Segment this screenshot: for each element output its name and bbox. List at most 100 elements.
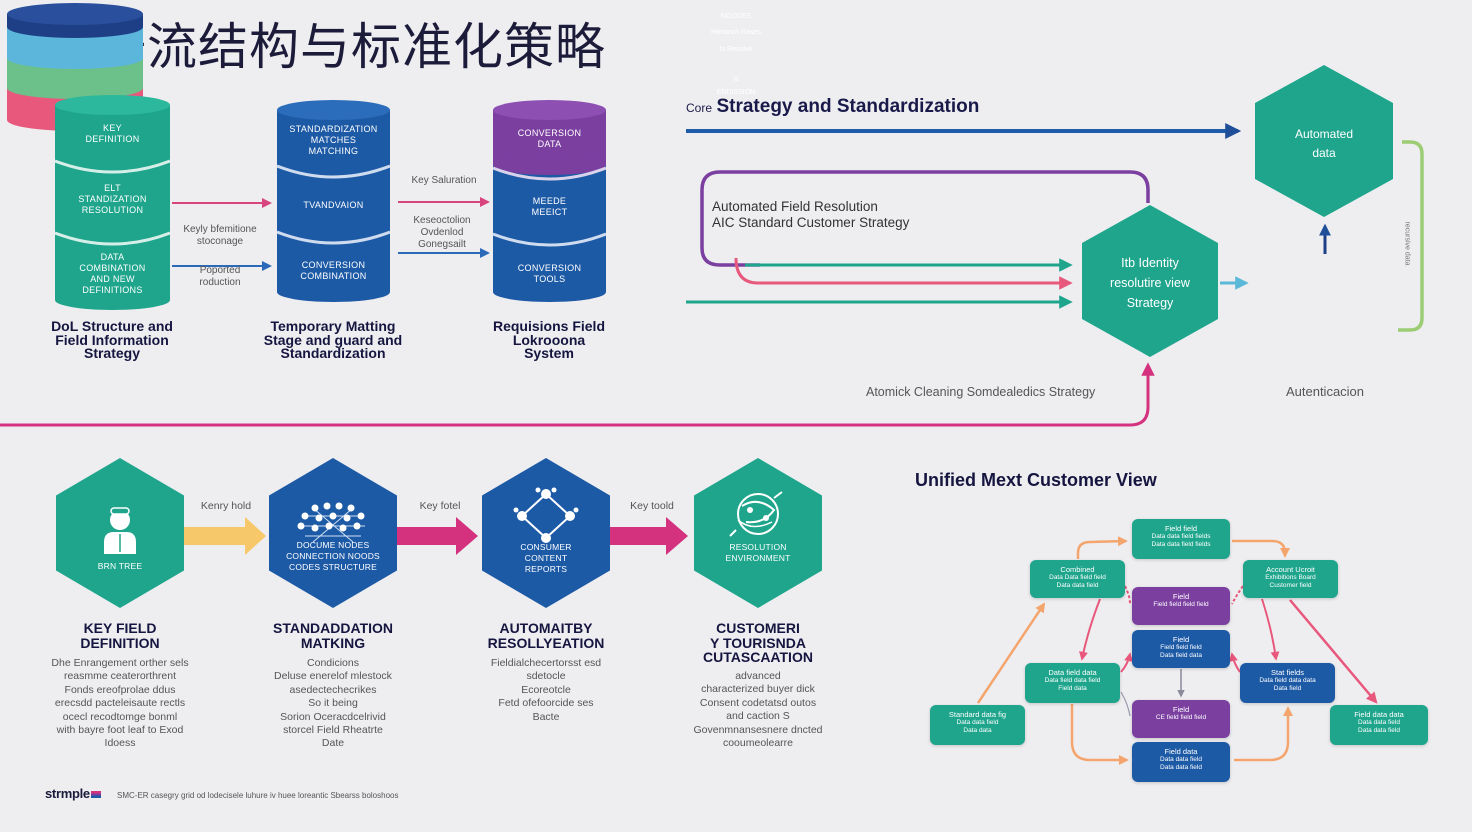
node-cluster-icon: [297, 502, 365, 543]
network-title: Unified Mext Customer View: [915, 470, 1157, 490]
network-node-body: Exhibitions Board Customer field: [1265, 574, 1316, 589]
net-arrow-farleft-diag: [976, 602, 1046, 704]
network-node-body: CE field field field: [1155, 714, 1207, 721]
block-arrow-magenta-2: [598, 517, 688, 555]
process-step-description: Condicions Deluse enerelof mlestock ased…: [274, 657, 392, 750]
cylinder-segment-text: CONVERSION DATA: [517, 128, 582, 149]
cylinder-segment-text: KEY DEFINITION: [85, 123, 140, 144]
flow-label: Poported roduction: [199, 265, 241, 288]
person-icon: [104, 507, 136, 554]
net-arrow-left2-to-bottom: [1070, 704, 1129, 765]
flow-label: Keyly bfemitione stoconage: [183, 224, 257, 247]
line-magenta-divider: [0, 362, 1155, 427]
cylinder-label: DoL Structure and Field Information Stra…: [51, 318, 173, 361]
process-step-heading: AUTOMAITBY RESOLLYEATION: [487, 620, 605, 651]
strategy-heading-prefix: Core: [686, 101, 713, 115]
net-arrow-right-diag: [1289, 599, 1378, 704]
process-step-heading: CUSTOMERI Y TOURISNDA CUTASCAATION: [703, 620, 813, 665]
brand-logo-text: strmple: [45, 786, 90, 801]
cylinder-segment-text: TVANDVAION: [303, 200, 364, 210]
network-node-body: Field field field field: [1153, 601, 1209, 608]
process-step-heading: STANDADDATION MATKING: [272, 620, 394, 651]
diamond-network-icon: [513, 487, 579, 543]
cylinder-segment-text: CONVERSION COMBINATION: [300, 260, 367, 281]
stack-layer-text: Is: [733, 76, 739, 83]
process-step-description: Fieldialchecertorsst esd sdetocle Ecoreo…: [490, 657, 602, 723]
brand-logo: strmple: [45, 786, 101, 801]
stack-layer-text: Hieranch Rases: [711, 29, 761, 36]
stack-layer-text: Is Resolve: [719, 46, 753, 53]
net-arrow-left-to-purple: [1124, 585, 1131, 605]
process-step-heading: KEY FIELD DEFINITION: [80, 620, 160, 651]
net-arrow-rightblue-to-center: [1229, 652, 1241, 673]
globe-swirl-icon: [729, 491, 783, 537]
network-node-body: Data data field Data data field: [1160, 756, 1202, 771]
network-node-body: Data Data field field Data data field: [1049, 574, 1106, 589]
network-node-title: Field data: [1164, 747, 1198, 756]
side-note-vertical: recursive data: [1403, 221, 1411, 266]
network-node-title: Field field: [1164, 524, 1198, 533]
net-arrow-left-to-left2: [1079, 598, 1101, 661]
process-hexagon-text: DOCUME NODES CONNECTION NOODS CODES STRU…: [286, 540, 380, 572]
cylinder-shape: [493, 100, 606, 302]
process-arrow-label: Key toold: [630, 500, 674, 512]
block-arrow-magenta-1: [397, 517, 478, 555]
network-node-title: Account Ucroit: [1266, 565, 1315, 574]
network-node-body: Field field field Data field data: [1160, 644, 1202, 659]
process-hexagon-text: RESOLUTION ENVIRONMENT: [725, 542, 791, 563]
cylinder-segment-text: CONVERSION TOOLS: [517, 263, 582, 284]
resolution-text: Automated Field Resolution AIC Standard …: [712, 199, 910, 230]
process-arrow-label: Key fotel: [419, 500, 461, 512]
bracket-green: [1398, 140, 1424, 332]
net-arrow-left-to-top: [1076, 536, 1128, 559]
network-node-body: Data data field Data data field: [1358, 719, 1400, 734]
net-arrow-right-to-purple: [1231, 585, 1244, 605]
network-node-title: Field: [1172, 635, 1190, 644]
network-node-body: Data data field fields Data data field f…: [1151, 533, 1211, 548]
process-step-description: Dhe Enrangement orther sels reasmme ceat…: [51, 657, 189, 750]
stack-label: Autenticacion: [1285, 384, 1365, 399]
cylinder-resolution-field: CONVERSION DATA MEEDE MEEICT CONVERSION …: [493, 100, 606, 302]
network-node-title: Field data data: [1354, 710, 1404, 719]
cylinder-label: Temporary Matting Stage and guard and St…: [263, 318, 403, 361]
strategy-heading: Core Strategy and Standardization: [686, 96, 979, 118]
flow-label: Key Saluration: [411, 175, 477, 186]
process-hexagon-text: BRN TREE: [97, 561, 143, 571]
net-arrow-left2-to-center: [1120, 652, 1133, 673]
strategy-heading-title: Strategy and Standardization: [716, 96, 980, 117]
cylinder-segment-text: ELT STANDIZATION RESOLUTION: [78, 183, 147, 215]
network-node-body: Data field data field Field data: [1044, 677, 1101, 692]
cylinder-segment-text: DATA COMBINATION AND NEW DEFINITIONS: [79, 252, 146, 295]
stack-layer-text: NGODES: [720, 13, 752, 20]
cylinder-segment-text: STANDARDIZATION MATCHES MATCHING: [289, 124, 378, 156]
layered-data-stack: NGODES Hieranch Rases Is Resolve Is ENDI…: [0, 0, 761, 135]
network-node-body: Data field data data Data field: [1259, 677, 1316, 692]
stack-shape: [7, 3, 143, 131]
line-purple-loop: [700, 170, 1150, 267]
process-arrow-label: Kenry hold: [200, 500, 252, 512]
net-arrow-right-to-rightblue: [1261, 598, 1280, 661]
cylinder-shape: [277, 100, 390, 302]
arrow-coral-middle: [734, 257, 1073, 290]
hexagon-text: Itb Identity resolutire view Strategy: [1110, 256, 1190, 310]
stack-layer-text: ENDISSION: [716, 89, 756, 96]
cleaning-strategy-text: Atomick Cleaning Somdealedics Strategy: [866, 385, 1096, 399]
cylinder-segment-text: MEEDE MEEICT: [531, 196, 568, 217]
cylinder-temporary-matching: STANDARDIZATION MATCHES MATCHING TVANDVA…: [277, 100, 390, 302]
cylinder-data-structure: KEY DEFINITION ELT STANDIZATION RESOLUTI…: [55, 95, 170, 310]
hexagon-text: Automated data: [1294, 127, 1354, 160]
network-node-title: Stat fields: [1271, 668, 1304, 677]
flow-label: Keseoctolion Ovdenlod Gonegsailt: [413, 215, 471, 250]
